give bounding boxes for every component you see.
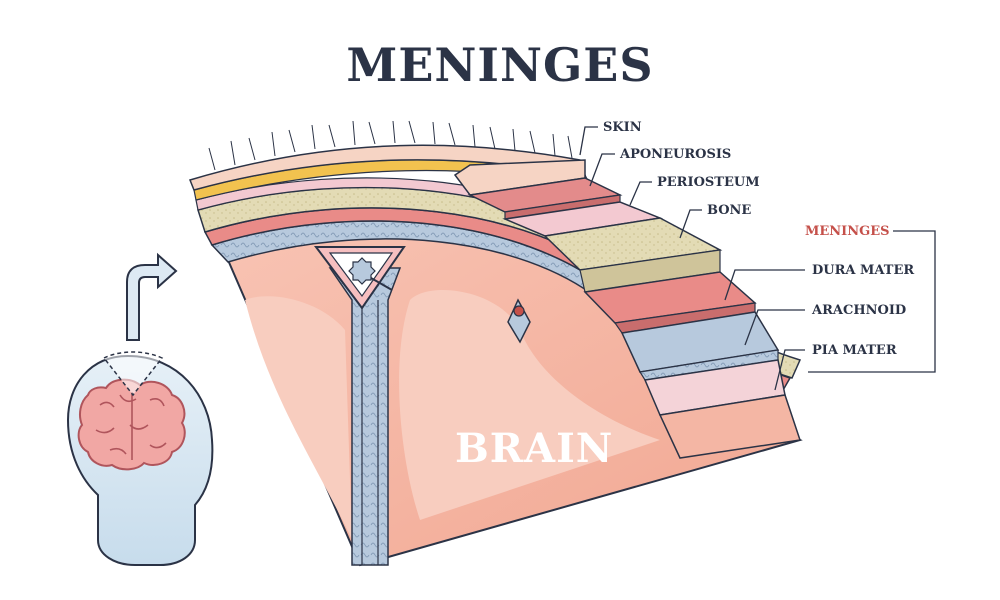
leader-lines [579, 126, 936, 391]
skin-layer [188, 120, 587, 191]
label-aponeurosis: APONEUROSIS [620, 147, 732, 162]
skin-step [453, 159, 586, 196]
bone-step [543, 217, 723, 293]
label-brain: BRAIN [455, 425, 614, 472]
pia-step [643, 359, 801, 459]
label-bone: BONE [707, 203, 752, 218]
arachnoid-step [620, 311, 780, 381]
page-title: MENINGES [346, 38, 654, 92]
label-pia-mater: PIA MATER [812, 343, 897, 358]
label-periosteum: PERIOSTEUM [657, 175, 760, 190]
pointer-arrow-icon [126, 252, 178, 341]
label-meninges: MENINGES [805, 224, 890, 239]
crop-wedge-icon [102, 351, 164, 397]
label-skin: SKIN [603, 120, 642, 135]
label-arachnoid: ARACHNOID [812, 303, 907, 318]
granulation [507, 298, 531, 344]
label-dura-mater: DURA MATER [812, 263, 915, 278]
brain-icon [77, 378, 186, 471]
superior-sagittal-sinus [313, 246, 406, 310]
dura-step [583, 271, 757, 334]
